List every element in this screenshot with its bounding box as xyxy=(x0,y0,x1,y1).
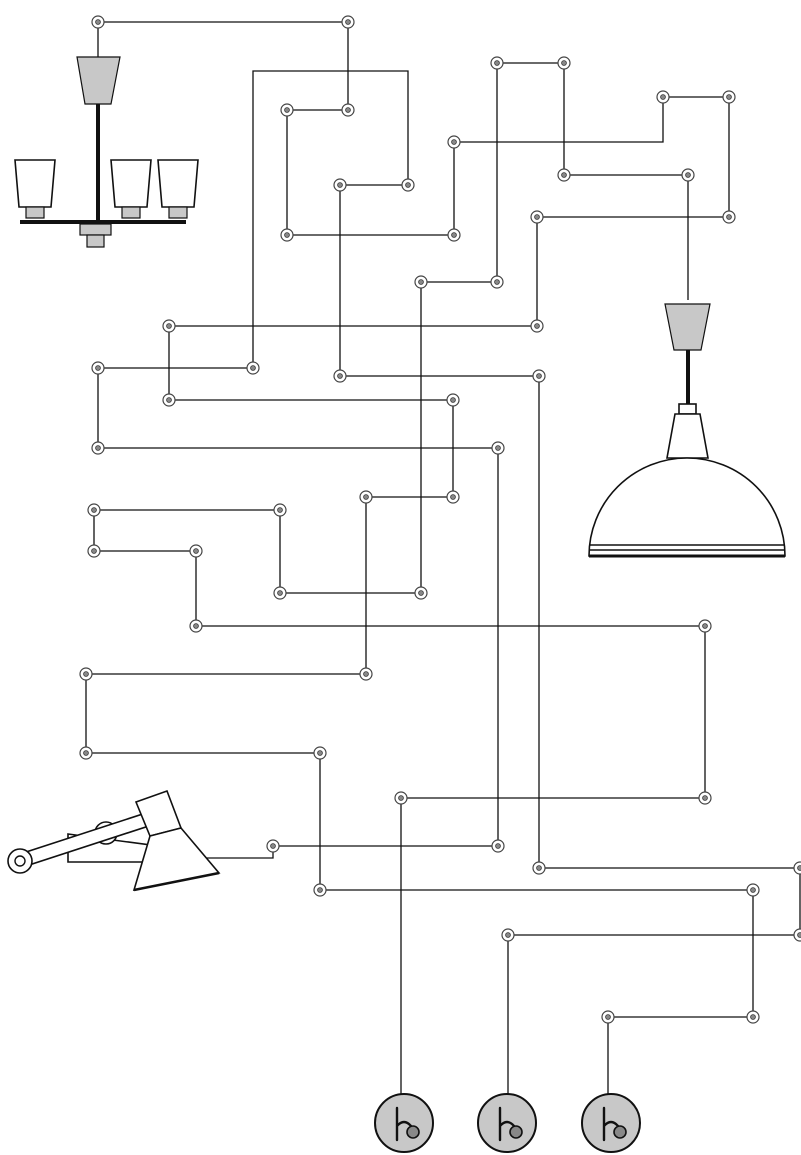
wire-junction xyxy=(341,15,355,29)
wire-junction xyxy=(446,490,460,504)
wire-junction xyxy=(394,791,408,805)
wire-junction xyxy=(359,490,373,504)
wire-chandelier xyxy=(85,21,754,1120)
wire-junction xyxy=(491,839,505,853)
wire-junction xyxy=(530,319,544,333)
wire-junction xyxy=(532,861,546,875)
wire-junction xyxy=(446,393,460,407)
wire-junction xyxy=(246,361,260,375)
wire-desk-lamp xyxy=(97,70,801,1120)
wire-junction xyxy=(266,839,280,853)
pendant-lamp-icon xyxy=(588,303,786,558)
wire-junction xyxy=(87,503,101,517)
wire-junction xyxy=(91,441,105,455)
wire-junction xyxy=(414,586,428,600)
wire-junction xyxy=(162,319,176,333)
wire-junction xyxy=(447,228,461,242)
wire-junction xyxy=(273,503,287,517)
wire-junction xyxy=(698,791,712,805)
wire-junction xyxy=(793,861,801,875)
wire-junction xyxy=(557,168,571,182)
switch-icon xyxy=(602,1106,627,1142)
wire-junction xyxy=(333,369,347,383)
wire-junction xyxy=(401,178,415,192)
wire-pendant xyxy=(93,62,706,1120)
wire-junction xyxy=(79,667,93,681)
wire-junction xyxy=(162,393,176,407)
wire-junction xyxy=(557,56,571,70)
wire-junction xyxy=(722,210,736,224)
wire-junction xyxy=(280,103,294,117)
wire-junction xyxy=(313,883,327,897)
wire-junction xyxy=(333,178,347,192)
wire-junction xyxy=(532,369,546,383)
wire-junction xyxy=(746,1010,760,1024)
wire-junction xyxy=(656,90,670,104)
wire-junction xyxy=(91,15,105,29)
wire-junction xyxy=(746,883,760,897)
wire-junction xyxy=(189,544,203,558)
wire-junction xyxy=(490,275,504,289)
switch-icon xyxy=(498,1106,523,1142)
wire-junction xyxy=(698,619,712,633)
wire-junction xyxy=(793,928,801,942)
switch-2[interactable] xyxy=(477,1093,537,1153)
wire-junction xyxy=(414,275,428,289)
switch-3[interactable] xyxy=(581,1093,641,1153)
switch-icon xyxy=(395,1106,420,1142)
wire-junction xyxy=(79,746,93,760)
wire-junction xyxy=(447,135,461,149)
wire-junction xyxy=(490,56,504,70)
wire-junction xyxy=(91,361,105,375)
wire-junction xyxy=(530,210,544,224)
wire-junction xyxy=(359,667,373,681)
wire-junction xyxy=(280,228,294,242)
wire-junction xyxy=(273,586,287,600)
wire-junction xyxy=(313,746,327,760)
wire-junction xyxy=(501,928,515,942)
wire-junction xyxy=(601,1010,615,1024)
wire-junction xyxy=(491,441,505,455)
desk-lamp-icon xyxy=(7,789,221,892)
wire-junction xyxy=(189,619,203,633)
chandelier-icon xyxy=(14,56,199,248)
wire-junction xyxy=(681,168,695,182)
wire-junction xyxy=(87,544,101,558)
wire-junctions xyxy=(79,15,801,1024)
switch-1[interactable] xyxy=(374,1093,434,1153)
wire-junction xyxy=(722,90,736,104)
wire-junction xyxy=(341,103,355,117)
